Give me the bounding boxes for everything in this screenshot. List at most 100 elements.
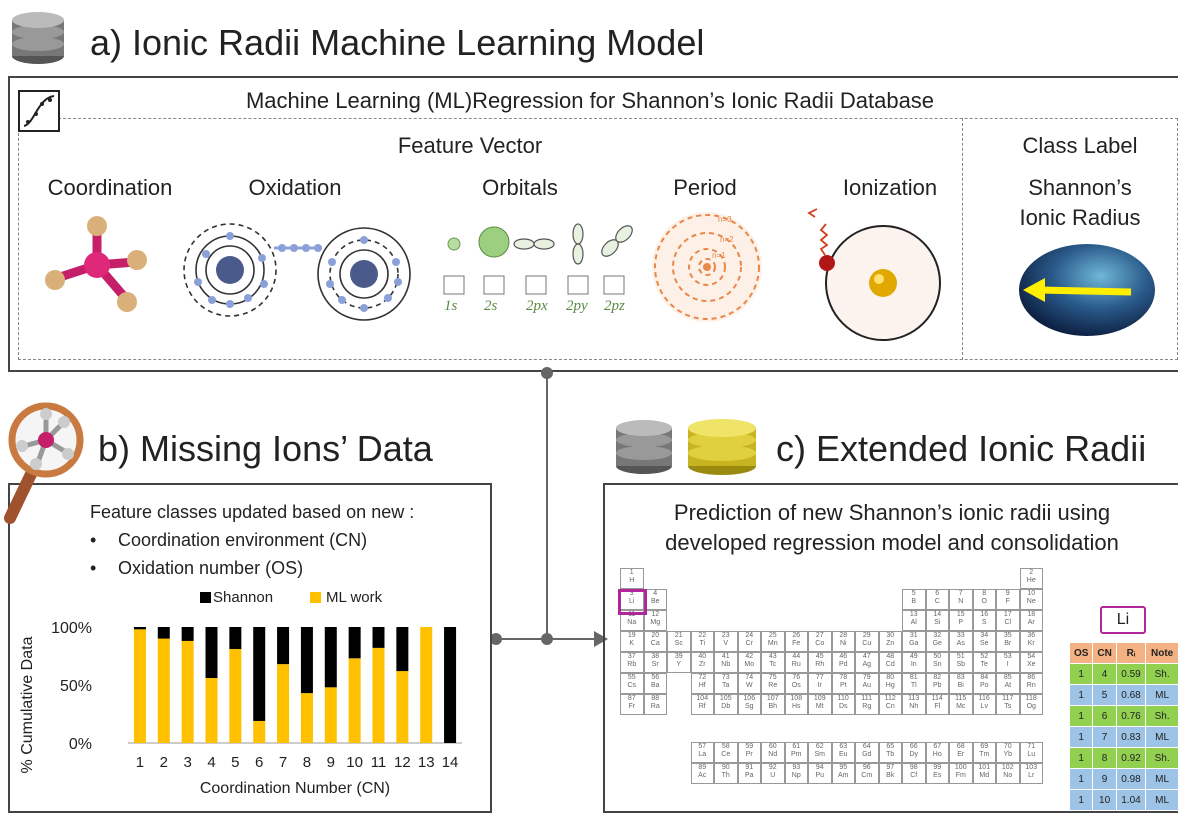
- database-icon: [6, 8, 70, 68]
- x-tick-label: 10: [346, 754, 363, 771]
- bar-shannon: [325, 627, 337, 687]
- bar-ml-work: [206, 678, 218, 743]
- bar-shannon: [396, 627, 408, 671]
- feature-vector-label: Feature Vector: [340, 133, 600, 159]
- feature-orbitals: Orbitals: [445, 175, 595, 201]
- orbital-1s: 1s: [444, 298, 457, 315]
- bullet-dot-1: •: [90, 530, 96, 551]
- bar-ml-work: [182, 641, 194, 743]
- orbital-2px: 2px: [526, 298, 548, 315]
- ionization-icon: [795, 205, 945, 345]
- tetrahedral-molecule-icon: [35, 210, 175, 320]
- bullet-cn: Coordination environment (CN): [118, 530, 367, 551]
- legend-label-ml: ML work: [326, 589, 383, 606]
- panel-b-intro: Feature classes updated based on new :: [90, 502, 414, 523]
- x-tick-label: 1: [136, 754, 144, 771]
- x-tick-label: 9: [327, 754, 335, 771]
- bar-ml-work: [301, 693, 313, 743]
- x-tick-label: 6: [255, 754, 263, 771]
- target-shannons: Shannon’s: [1010, 175, 1150, 201]
- y-tick-label: 50%: [60, 678, 92, 695]
- li-table-header: CN: [1093, 643, 1116, 664]
- li-table-cell: Sh.: [1146, 748, 1178, 769]
- li-table-cell: 9: [1093, 769, 1116, 790]
- feature-coordination: Coordination: [20, 175, 200, 201]
- bar-ml-work: [134, 629, 146, 743]
- legend-swatch-shannon: [200, 592, 211, 603]
- li-table-cell: 0.98: [1116, 769, 1145, 790]
- li-highlight: [618, 589, 647, 615]
- feature-ionization: Ionization: [810, 175, 970, 201]
- panel-c-title: c) Extended Ionic Radii: [776, 428, 1146, 470]
- li-table-cell: 10: [1093, 790, 1116, 811]
- class-divider: [962, 118, 963, 360]
- bar-ml-work: [253, 721, 265, 743]
- bar-shannon: [182, 627, 194, 641]
- atoms-bond-icon: [182, 218, 444, 328]
- li-table-cell: 1: [1070, 769, 1093, 790]
- ionic-radius-sphere-icon: [1015, 240, 1160, 340]
- feature-oxidation: Oxidation: [225, 175, 365, 201]
- legend-swatch-ml: [310, 592, 321, 603]
- li-table-cell: 1: [1070, 706, 1093, 727]
- x-tick-label: 11: [371, 754, 387, 771]
- li-element-box: Li: [1100, 606, 1146, 634]
- feature-period: Period: [645, 175, 765, 201]
- orbital-labels: 1s 2s 2px 2py 2pz: [444, 298, 644, 322]
